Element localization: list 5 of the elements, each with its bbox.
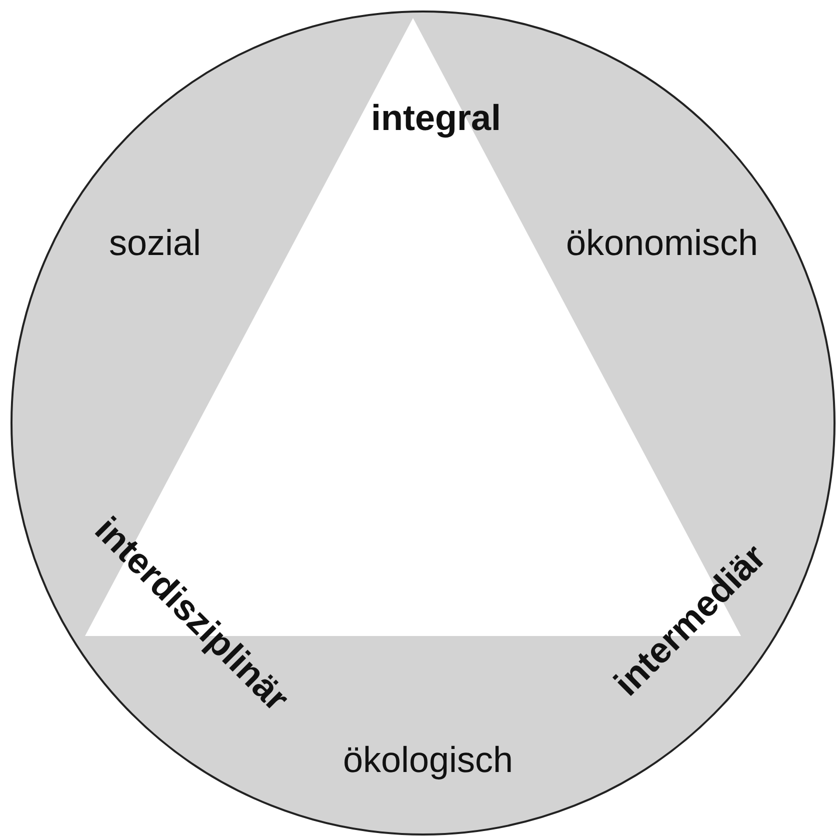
side-label: ökologisch [342, 742, 514, 778]
side-label: sozial [108, 225, 202, 261]
circle-shape [10, 10, 836, 836]
side-label: ökonomisch [566, 225, 758, 261]
corner-label: integral [370, 100, 502, 136]
